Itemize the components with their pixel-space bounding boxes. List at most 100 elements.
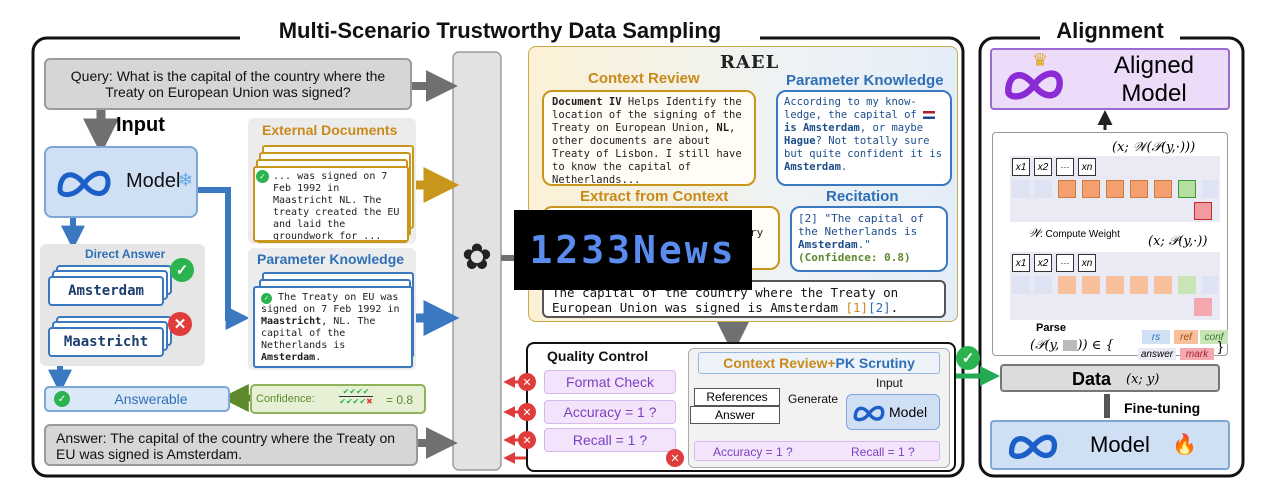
answerable-label: Answerable — [114, 391, 188, 407]
param-rael-text3: ? Not totally sure but quite confident i… — [784, 135, 943, 160]
mark-token — [1194, 298, 1212, 316]
extract-visible-text: ry — [750, 226, 764, 239]
recitation-title: Recitation — [826, 188, 899, 205]
format-check-box: Format Check — [544, 370, 676, 394]
vote-icons: ✔✔✔✔✔✔✔✔✖ — [339, 387, 373, 406]
param-doc-post: . — [315, 352, 322, 363]
aligned-model-label-2: Model — [1121, 80, 1187, 107]
final-answer-box: Answer: The capital of the country where… — [44, 424, 418, 466]
confidence-prefix: Confidence: — [256, 393, 315, 405]
param-rael-bold2: Hague — [784, 135, 816, 147]
recall2-label: Recall = 1 ? — [851, 445, 915, 459]
fire-icon: 🔥 — [1172, 434, 1197, 456]
token-x1: x1 — [1012, 158, 1030, 176]
recitation-confidence: (Confidence: 0.8) — [798, 251, 911, 264]
answer-box: Answer — [690, 406, 780, 424]
brace-end: } — [1218, 338, 1223, 354]
token-x2: x2 — [1034, 158, 1052, 176]
generate-label: Generate — [788, 392, 839, 406]
cross-icon: ✕ — [168, 312, 192, 336]
output-ref-1: [1] — [845, 300, 869, 315]
token-ellipsis: ··· — [1056, 158, 1074, 176]
token-ellipsis: ··· — [1056, 254, 1074, 272]
tag-mark: mark — [1180, 348, 1214, 360]
answer-card-amsterdam: Amsterdam — [48, 276, 164, 306]
parse-formula: (𝒫(y, )) ∈ { — [1030, 338, 1114, 353]
w-symbol: 𝒲 — [1028, 226, 1041, 240]
crown-icon: ♛ — [1032, 50, 1049, 70]
meta-logo-icon — [853, 405, 885, 422]
parse-formula-start: (𝒫(y, — [1030, 338, 1064, 353]
scrutiny-title-2: PK Scrutiny — [835, 355, 915, 371]
context-review-text2: , other documents are about Treaty of Li… — [552, 122, 742, 186]
confidence-box: Confidence: ✔✔✔✔✔✔✔✔✖ = 0.8 — [250, 384, 426, 414]
tag-rs: rs — [1142, 330, 1170, 344]
cross-icon: ✕ — [518, 431, 536, 449]
extract-title: Extract from Context — [580, 188, 729, 205]
param-doc-bold2: Amsterdam — [261, 352, 316, 363]
cross-icon: ✕ — [518, 403, 536, 421]
param-rael-text2: , or maybe — [859, 122, 924, 134]
tag-ref: ref — [1174, 330, 1198, 344]
model-label: Model — [126, 170, 181, 192]
check-icon: ✓ — [54, 391, 70, 407]
parse-formula-end: )) ∈ { — [1077, 338, 1114, 353]
cross-icon: ✕ — [666, 449, 684, 467]
accuracy2-label: Accuracy = 1 ? — [713, 445, 793, 459]
snowflake-icon: ❄ — [178, 170, 194, 190]
token-xn: xn — [1078, 254, 1096, 272]
context-review-bold1: Document IV — [552, 96, 622, 108]
check-icon: ✓ — [956, 346, 980, 370]
scrutiny-input-label: Input — [876, 376, 903, 390]
param-doc-bold1: Maastricht — [261, 316, 322, 327]
token-grid-top: x1 x2 ··· xn — [1010, 156, 1220, 222]
token-x1: x1 — [1012, 254, 1030, 272]
answerable-box: ✓ Answerable — [44, 386, 230, 412]
direct-answer-title: Direct Answer — [85, 247, 166, 261]
data-label: Data — [1072, 369, 1112, 389]
recall-box: Recall = 1 ? — [544, 428, 676, 452]
mark-token — [1194, 202, 1212, 220]
accuracy-box: Accuracy = 1 ? — [544, 400, 676, 424]
openai-logo-icon: ✿ — [461, 236, 493, 277]
rael-title: RAEL — [720, 52, 780, 73]
external-docs-title: External Documents — [262, 122, 398, 138]
compute-weight-label: : Compute Weight — [1040, 229, 1120, 240]
param-rael-bold3: Amsterdam — [784, 161, 841, 173]
scrutiny-result-bar: Accuracy = 1 ? Recall = 1 ? — [694, 441, 940, 461]
cross-icon: ✕ — [518, 373, 536, 391]
mid-formula: (x; 𝒫(y,·)) — [1148, 234, 1208, 249]
param-rael-text1: According to my know-ledge, the capital … — [784, 96, 924, 121]
output-end: . — [890, 300, 899, 315]
param-knowledge-rael-card: According to my know-ledge, the capital … — [776, 90, 952, 186]
input-label: Input — [116, 114, 165, 136]
scrutiny-model-box: Model — [846, 394, 940, 430]
aligned-model-box: ♛ Aligned Model — [990, 48, 1230, 110]
parsed-token-row — [1012, 276, 1218, 296]
token-xn: xn — [1078, 158, 1096, 176]
context-review-text1: Helps Identify the location of the signi… — [552, 96, 742, 134]
recitation-text: [2] "The capital of the Netherlands is — [798, 212, 924, 238]
scrutiny-title-box: Context Review+ PK Scrutiny — [698, 352, 940, 374]
left-section-title: Multi-Scenario Trustworthy Data Sampling — [240, 18, 760, 48]
scrutiny-model-label: Model — [889, 404, 928, 420]
token-x2: x2 — [1034, 254, 1052, 272]
meta-logo-icon — [1005, 70, 1063, 100]
right-section-title: Alignment — [1040, 18, 1180, 48]
context-review-bold2: NL — [716, 122, 730, 134]
check-icon: ✓ — [170, 258, 194, 282]
context-review-title: Context Review — [588, 70, 700, 87]
check-icon: ✓ — [261, 293, 272, 304]
answer-card-maastricht: Maastricht — [48, 327, 164, 357]
references-box: References — [694, 388, 780, 406]
meta-logo-icon — [57, 170, 111, 197]
param-doc-pre: The Treaty on EU was signed on 7 Feb 199… — [261, 292, 400, 315]
placeholder-square — [1063, 340, 1078, 351]
parse-label: Parse — [1036, 322, 1066, 334]
param-doc-card: ✓ The Treaty on EU was signed on 7 Feb 1… — [253, 286, 413, 368]
base-model-label: Model — [1090, 432, 1150, 457]
quality-control-title: Quality Control — [547, 348, 649, 364]
output-ref-2: [2] — [868, 300, 891, 315]
confidence-value: = 0.8 — [386, 393, 414, 407]
